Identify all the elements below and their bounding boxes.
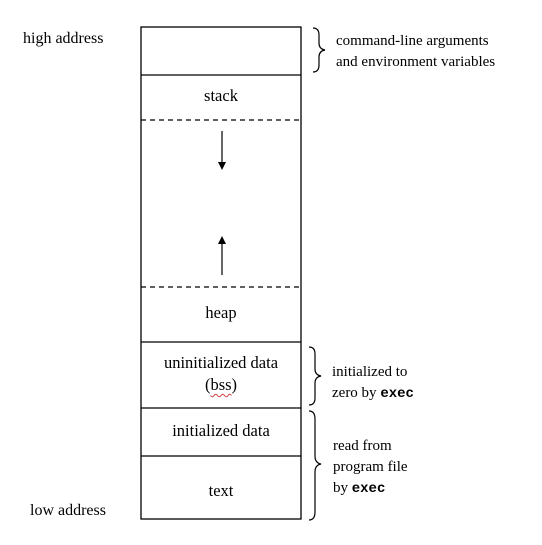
file-note-prefix: by	[333, 480, 352, 496]
bss-note-line2: zero by exec	[332, 383, 414, 405]
file-brace-icon	[308, 410, 322, 521]
bss-label-line1: uninitialized data	[163, 353, 279, 372]
bss-label: uninitialized data (bss)	[142, 352, 300, 396]
high-address-label: high address	[23, 30, 104, 47]
initialized-data-label: initialized data	[172, 421, 270, 440]
file-note-line3: by exec	[333, 478, 408, 500]
file-note-line1: read from	[333, 438, 392, 454]
memory-box	[140, 26, 302, 520]
bss-brace-icon	[308, 346, 322, 406]
args-note-line2: and environment variables	[336, 54, 496, 70]
bss-note-prefix: zero by	[332, 385, 381, 401]
bss-label-line2: (bss)	[204, 375, 238, 394]
heap-label: heap	[205, 303, 237, 322]
bss-note-exec: exec	[380, 386, 414, 402]
args-brace-icon	[312, 27, 326, 73]
text-label: text	[208, 481, 234, 500]
heap-growth-arrow-icon	[218, 236, 226, 244]
args-note: command-line arguments and environment v…	[336, 31, 495, 73]
args-note-line1: command-line arguments	[336, 33, 489, 49]
low-address-label: low address	[30, 502, 106, 519]
bss-abbrev: bss	[210, 375, 232, 394]
stack-label: stack	[204, 86, 238, 105]
bss-note-line1: initialized to	[332, 364, 408, 380]
file-note: read from program file by exec	[333, 436, 408, 500]
stack-growth-arrow-icon	[218, 162, 226, 170]
bss-note: initialized to zero by exec	[332, 362, 414, 405]
file-note-line2: program file	[333, 459, 408, 475]
file-note-exec: exec	[351, 481, 386, 497]
